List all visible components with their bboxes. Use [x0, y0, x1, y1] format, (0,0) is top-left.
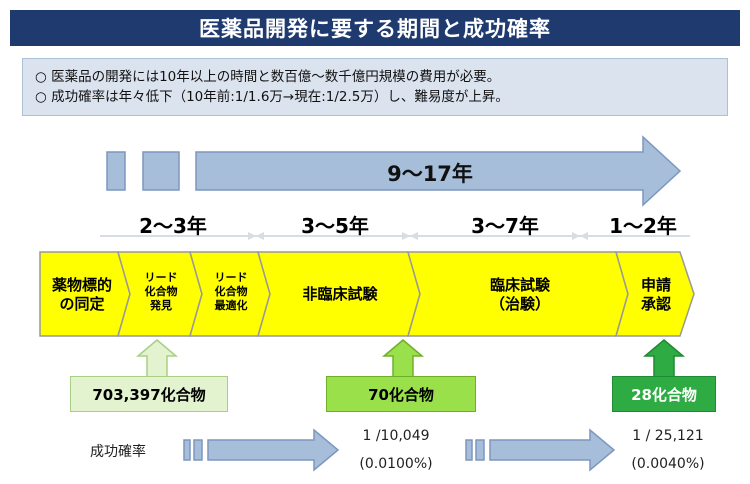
stage-target-label: 薬物標的 の同定	[51, 276, 112, 313]
rate-ratio-1: 1 /10,049	[362, 428, 430, 444]
stage-lead-optimization-label: リード 化合物 最適化	[214, 271, 248, 312]
period-square-2	[142, 151, 180, 191]
summary-line-1: ○ 医薬品の開発には10年以上の時間と数百億〜数千億円規模の費用が必要。	[35, 69, 501, 85]
rate-bar-1b	[193, 439, 203, 461]
duration-label-approval: 1〜2年	[609, 214, 677, 238]
compound-up-arrow-2	[381, 339, 425, 379]
compound-count-box-3: 28化合物	[612, 376, 716, 412]
summary-line-2: ○ 成功確率は年々低下（10年前:1/1.6万→現在:1/2.5万）し、難易度が…	[35, 89, 509, 105]
compound-count-box-2: 70化合物	[326, 376, 476, 412]
stage-clinical-label: 臨床試験 （治験）	[489, 276, 550, 313]
stage-approval-label: 申請 承認	[640, 276, 671, 313]
compound-up-arrow-1	[135, 339, 179, 379]
period-square-1	[106, 151, 126, 191]
success-rate-label: 成功確率	[90, 444, 146, 460]
duration-label-discovery: 2〜3年	[139, 214, 207, 238]
compound-up-arrow-3	[642, 339, 686, 379]
stage-chevrons	[39, 251, 695, 337]
duration-label-clinical: 3〜7年	[471, 214, 539, 238]
rate-arrow-2	[489, 428, 616, 472]
rate-bar-2a	[465, 439, 473, 461]
rate-bar-2b	[475, 439, 485, 461]
total-period-label: 9〜17年	[387, 162, 473, 186]
rate-bar-1a	[183, 439, 191, 461]
stage-nonclinical-label: 非臨床試験	[302, 285, 378, 303]
stage-lead-discovery-label: リード 化合物 発見	[144, 271, 178, 312]
rate-ratio-2: 1 / 25,121	[632, 428, 704, 444]
rate-arrow-1	[207, 428, 340, 472]
duration-label-nonclinical: 3〜5年	[301, 214, 369, 238]
duration-divider-marks	[248, 232, 588, 240]
total-period-arrow	[195, 135, 682, 207]
compound-count-box-1: 703,397化合物	[70, 376, 228, 412]
stage-approval-shape	[615, 251, 695, 337]
rate-percent-2: (0.0040%)	[631, 456, 705, 472]
summary-box: ○ 医薬品の開発には10年以上の時間と数百億〜数千億円規模の費用が必要。 ○ 成…	[22, 58, 728, 116]
page-title: 医薬品開発に要する期間と成功確率	[10, 10, 740, 46]
rate-percent-1: (0.0100%)	[359, 456, 433, 472]
